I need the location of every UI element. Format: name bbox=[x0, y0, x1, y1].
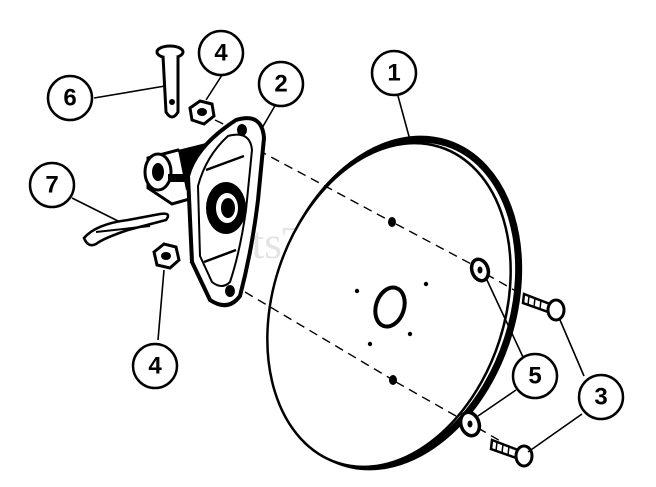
part-nut-lower bbox=[152, 242, 181, 270]
part-washer-upper bbox=[469, 257, 491, 283]
callout-1: 1 bbox=[370, 49, 418, 97]
callout-2: 2 bbox=[257, 60, 305, 108]
part-bolt-lower bbox=[489, 438, 534, 468]
callout-4-lower: 4 bbox=[131, 342, 179, 390]
callout-7-label: 7 bbox=[45, 172, 58, 199]
part-disc bbox=[266, 135, 523, 471]
part-bolt-upper bbox=[521, 292, 566, 322]
callout-6: 6 bbox=[46, 74, 94, 122]
callout-6-label: 6 bbox=[63, 85, 76, 112]
callout-4-upper: 4 bbox=[197, 29, 245, 77]
part-washer-lower bbox=[458, 410, 482, 438]
callout-4-lower-label: 4 bbox=[148, 353, 162, 380]
callout-5-label: 5 bbox=[528, 363, 541, 390]
part-hairpin-clip bbox=[82, 212, 170, 247]
callout-4-upper-label: 4 bbox=[214, 40, 228, 67]
part-bearing-flange bbox=[143, 116, 267, 308]
part-nut-upper bbox=[188, 99, 216, 126]
callout-3: 3 bbox=[577, 373, 625, 421]
callout-3-label: 3 bbox=[594, 384, 607, 411]
callout-7: 7 bbox=[28, 161, 76, 209]
callout-2-label: 2 bbox=[274, 71, 287, 98]
callout-5: 5 bbox=[511, 352, 559, 400]
part-clevis-pin bbox=[155, 44, 185, 119]
callout-1-label: 1 bbox=[387, 60, 400, 87]
